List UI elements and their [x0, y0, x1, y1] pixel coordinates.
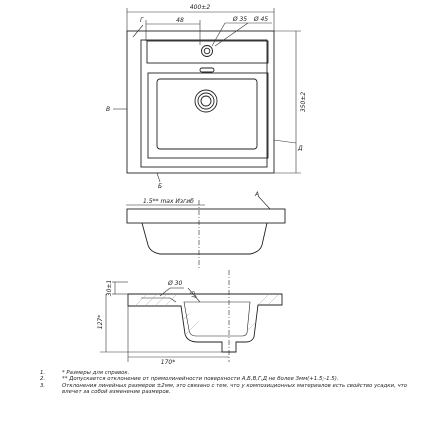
bend-note-label: 1.5** max Изгиб: [143, 198, 194, 205]
top-view-labels: 400±2 48 Ø 35 Ø 45 Г В Б Д 350±2: [106, 4, 307, 190]
note-number: 3.: [40, 382, 46, 389]
dia-45-label: Ø 45: [253, 16, 268, 23]
note-number: 2.: [40, 376, 46, 383]
front-view-labels: 1.5** max Изгиб А: [143, 191, 259, 205]
top-view-dimensions: [113, 8, 301, 183]
front-view: [126, 195, 286, 268]
ref-label-v: В: [106, 106, 110, 113]
top-view: [126, 30, 275, 174]
overflow-slot: [199, 67, 215, 73]
bowl-inner: [156, 78, 258, 150]
dim-127-label: 127*: [97, 315, 104, 329]
section-outline: [127, 293, 283, 353]
width-dim-label: 400±2: [190, 4, 210, 11]
section-view: [127, 270, 283, 362]
dia-35-label: Ø 35: [232, 16, 247, 23]
top-view-outline: [126, 30, 275, 174]
section-hatch: [134, 293, 280, 335]
ref-label-d: Д: [297, 145, 303, 152]
note-item: 2. ** Допускается отклонение от прямолин…: [40, 376, 420, 382]
note-text: Отклонения линейных размеров ±2мм, это с…: [62, 382, 408, 396]
top-view-rim: [140, 39, 268, 168]
tap-hole-inner: [203, 47, 211, 55]
note-text: * Размеры для справок.: [62, 370, 130, 376]
bowl-outer: [147, 72, 269, 159]
front-view-top-slab: [126, 208, 286, 224]
tap-hole: [201, 45, 213, 57]
section-dimensions: [100, 281, 229, 362]
drain-outer: [194, 89, 218, 113]
note-item: 3. Отклонения линейных размеров ±2мм, эт…: [40, 383, 420, 396]
dim-48-label: 48: [176, 17, 184, 24]
section-inner: [183, 301, 251, 337]
dim-30-label: 30±1: [106, 280, 113, 296]
tap-deck: [146, 40, 269, 64]
drain-mid: [197, 92, 215, 110]
section-labels: 30±1 127* Ø 30 97 170*: [97, 280, 197, 366]
drain-inner: [200, 95, 212, 107]
note-text: ** Допускается отклонение от прямолинейн…: [62, 376, 339, 383]
ref-label-b: Б: [158, 183, 162, 190]
front-view-bowl: [141, 222, 268, 255]
ref-label-g: Г: [140, 17, 144, 24]
notes-block: 1. * Размеры для справок. 2. ** Допускае…: [40, 370, 420, 396]
note-item: 1. * Размеры для справок.: [40, 370, 420, 376]
ref-label-a: А: [254, 191, 259, 198]
height-dim-label: 350±2: [300, 92, 307, 112]
dim-97-label: 97: [188, 290, 197, 300]
dim-170-label: 170*: [161, 359, 175, 366]
note-number: 1.: [40, 370, 46, 376]
dia-30-label: Ø 30: [167, 280, 182, 287]
